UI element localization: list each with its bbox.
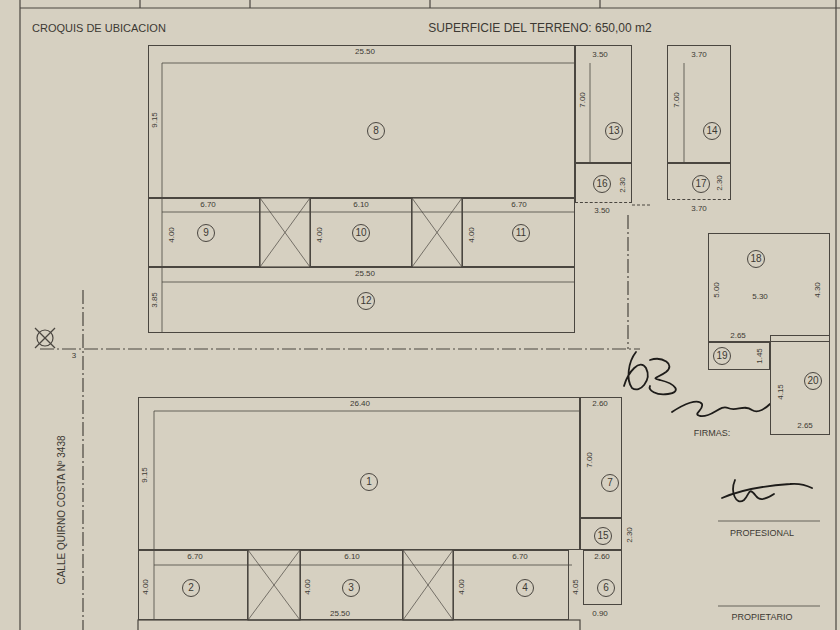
dimension-text: 2.60 (594, 553, 610, 561)
callout-number: 18 (747, 250, 765, 268)
dimension-text: 4.15 (777, 384, 785, 400)
callout-number: 11 (512, 224, 530, 242)
dimension-text: 25.50 (355, 48, 375, 56)
callout-number: 20 (804, 372, 822, 390)
unit-box: 18 (708, 233, 830, 342)
dimension-text: 4.00 (304, 579, 312, 595)
dimension-text: 3 (72, 352, 76, 360)
dimension-text: 2.60 (592, 400, 608, 408)
dimension-text: 1.45 (756, 348, 764, 364)
dimension-text: 5.30 (752, 293, 768, 301)
unit-box: 4 (453, 550, 569, 620)
dimension-text: 9.15 (141, 467, 149, 483)
callout-number: 17 (692, 175, 710, 193)
callout-number: 16 (593, 175, 611, 193)
dimension-text: 4.30 (814, 282, 822, 298)
dimension-text: 9.15 (151, 112, 159, 128)
dimension-text: 4.00 (458, 579, 466, 595)
dimension-text: 3.70 (691, 51, 707, 59)
dimension-text: 2.65 (797, 422, 813, 430)
dimension-text: 26.40 (350, 400, 370, 408)
dimension-text: 3.85 (151, 292, 159, 308)
dimension-text: 6.10 (344, 553, 360, 561)
dimension-text: 4.00 (316, 227, 324, 243)
callout-number: 14 (703, 122, 721, 140)
dimension-text: 4.00 (142, 579, 150, 595)
callout-number: 4 (516, 579, 534, 597)
unit-box: 8 (148, 45, 575, 198)
callout-number: 10 (352, 224, 370, 242)
dimension-text: 7.00 (586, 452, 594, 468)
dimension-text: 25.50 (330, 610, 350, 618)
sheet-title: CROQUIS DE UBICACION (32, 22, 166, 34)
dimension-text: 4.00 (468, 227, 476, 243)
callout-number: 3 (342, 579, 360, 597)
dimension-text: 0.90 (592, 610, 608, 618)
site-area-note: SUPERFICIE DEL TERRENO: 650,00 m2 (427, 22, 652, 34)
dimension-text: 3.70 (691, 205, 707, 213)
dimension-text: 3.50 (592, 51, 608, 59)
dimension-text: 6.70 (511, 201, 527, 209)
dimension-text: 2.65 (730, 332, 746, 340)
dimension-text: 6.70 (512, 553, 528, 561)
dimension-text: 4.00 (168, 227, 176, 243)
callout-number: 9 (197, 224, 215, 242)
callout-number: 8 (367, 122, 385, 140)
callout-number: 19 (713, 347, 731, 365)
sheet-text: FIRMAS: (693, 429, 732, 438)
dimension-text: 6.70 (200, 201, 216, 209)
callout-number: 6 (597, 579, 615, 597)
dimension-text: 7.00 (579, 92, 587, 108)
unit-box: 15 (580, 518, 622, 550)
dimension-text: 5.00 (713, 282, 721, 298)
dimension-text: 25.50 (355, 270, 375, 278)
dimension-text: 2.30 (716, 175, 724, 191)
callout-number: 12 (357, 292, 375, 310)
unit-box: 1 (138, 397, 580, 550)
sheet-text: PROFESIONAL (729, 529, 795, 538)
callout-number: 13 (605, 122, 623, 140)
dimension-text: 4.05 (572, 579, 580, 595)
callout-number: 1 (360, 473, 378, 491)
callout-number: 15 (594, 527, 612, 545)
dimension-text: 2.30 (619, 177, 627, 193)
dimension-text: 2.30 (626, 527, 634, 543)
dimension-text: 3.50 (594, 207, 610, 215)
dimension-text: 6.10 (353, 201, 369, 209)
callout-number: 7 (601, 474, 619, 492)
dimension-text: 6.70 (187, 553, 203, 561)
callout-number: 2 (182, 579, 200, 597)
sheet-text: CALLE QUIRNO COSTA Nº 3438 (57, 434, 67, 585)
dimension-text: 7.00 (673, 92, 681, 108)
sheet-text: PROPIETARIO (731, 613, 794, 622)
